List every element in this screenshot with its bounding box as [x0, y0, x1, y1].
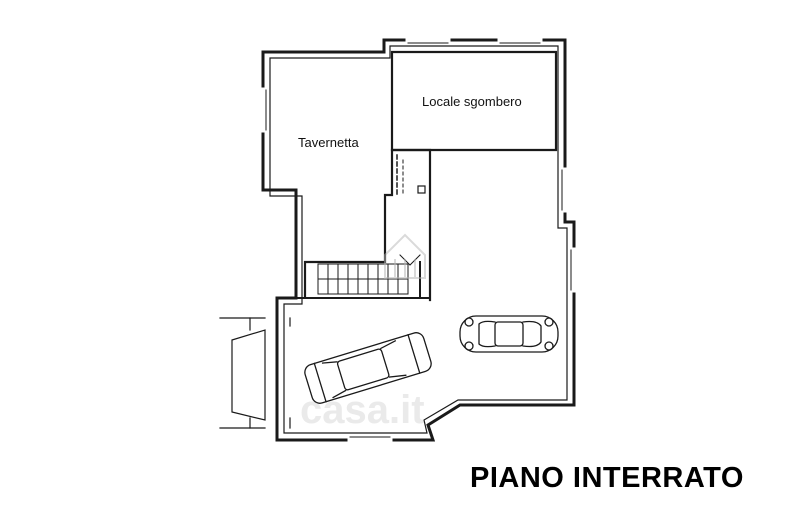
floor-title: PIANO INTERRATO: [470, 462, 744, 494]
watermark-house-icon: [384, 233, 426, 279]
ramp: [219, 317, 291, 429]
car-icon: [304, 332, 432, 404]
tavernetta-wall: [303, 148, 432, 302]
garage-divider: [295, 261, 431, 299]
car-icon: [459, 315, 559, 353]
storage-room-wall: [390, 50, 558, 152]
column: [417, 185, 426, 194]
watermark-text: casa.it: [300, 388, 425, 432]
room-label-tavernetta: Tavernetta: [298, 135, 359, 150]
room-label-locale-sgombero: Locale sgombero: [422, 94, 522, 109]
outer-wall: [261, 38, 576, 442]
inner-wall: [269, 45, 568, 434]
